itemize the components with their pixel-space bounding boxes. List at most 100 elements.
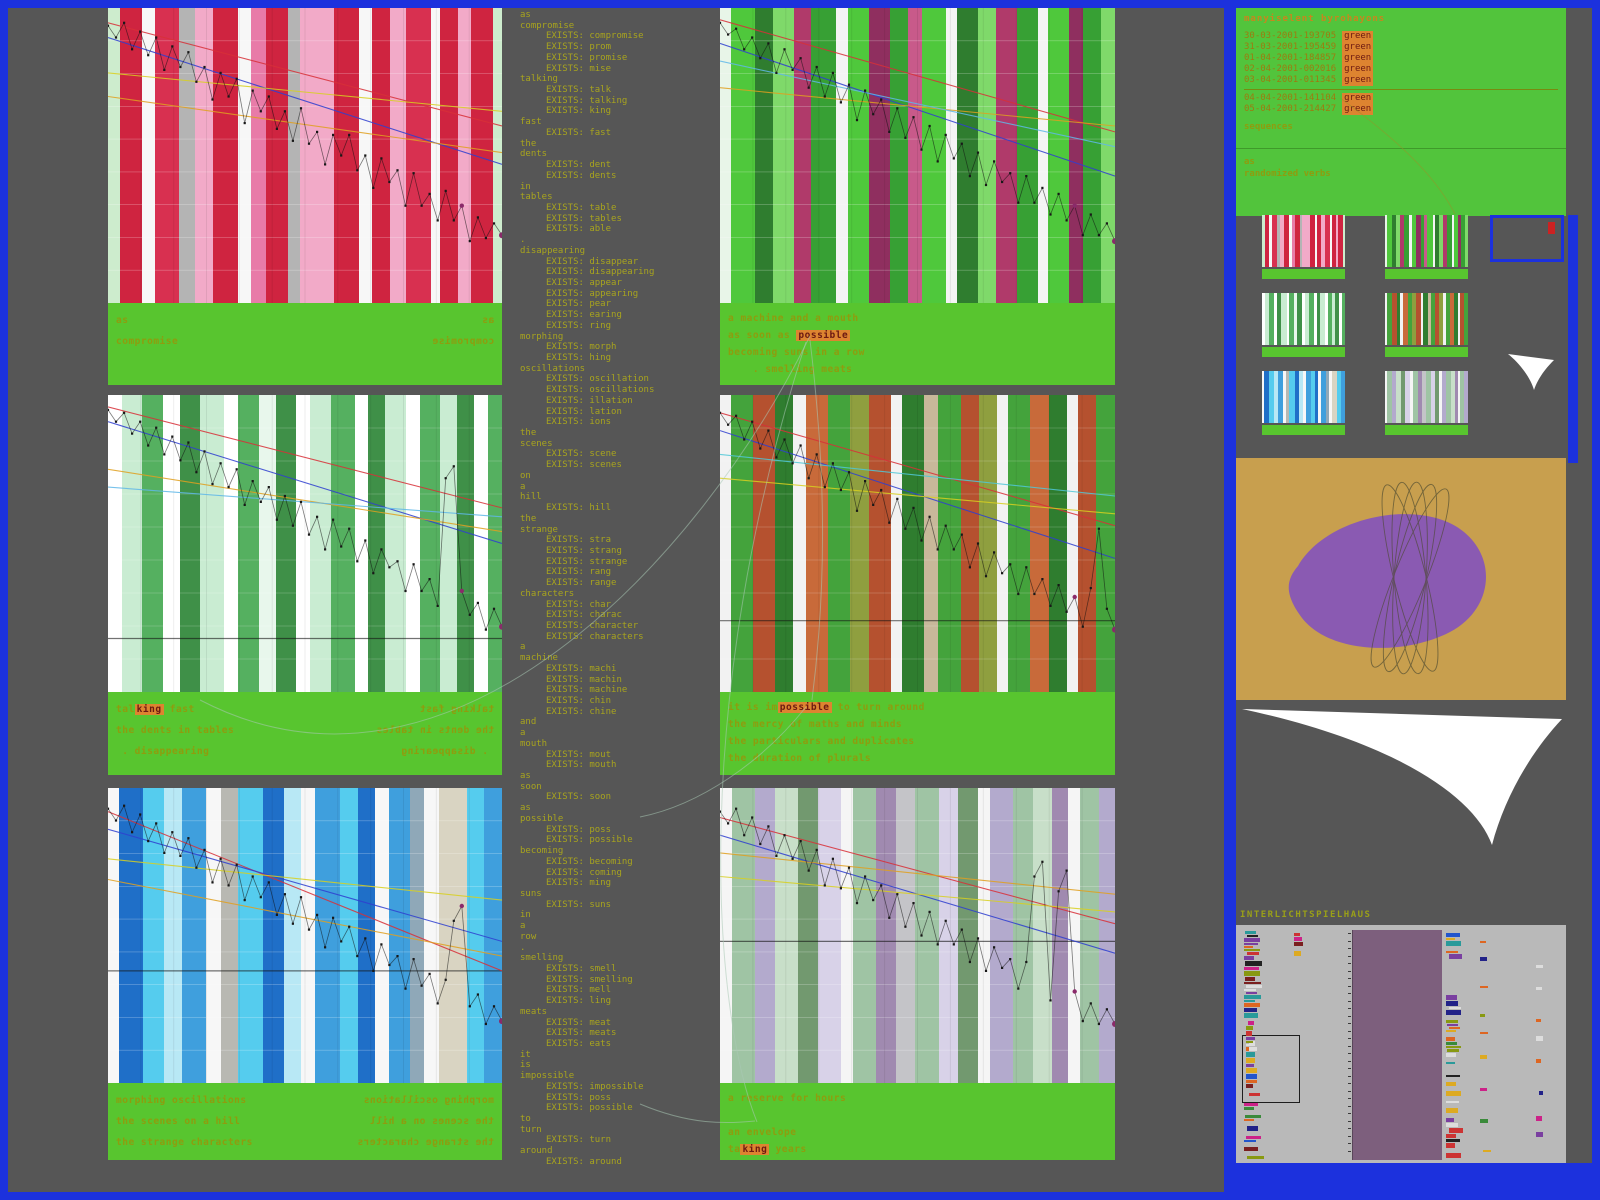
exists-line: EXISTS: eats — [546, 1039, 612, 1049]
stripe — [1387, 215, 1393, 267]
stripe — [492, 8, 502, 303]
label-text: fast — [163, 704, 195, 715]
label-text: as — [481, 315, 494, 326]
label-text: years — [769, 1144, 807, 1155]
entry-tag[interactable]: green — [1342, 104, 1374, 115]
stripe — [1391, 293, 1397, 345]
selection-outline — [1242, 1035, 1300, 1103]
stripe — [340, 788, 358, 1083]
sequence-block-purple[interactable] — [1352, 930, 1442, 1160]
chart-panel-A[interactable] — [108, 8, 502, 303]
thumbnail-D[interactable] — [1385, 293, 1468, 357]
sequence-bar — [1447, 1049, 1459, 1052]
stripe — [848, 8, 870, 303]
stripe — [1273, 371, 1278, 423]
stripe — [1454, 371, 1458, 423]
stripe — [1295, 215, 1300, 267]
word-line: the — [520, 428, 537, 439]
stripe — [238, 8, 251, 303]
entry-tag[interactable]: green — [1342, 31, 1374, 42]
stripe — [1320, 293, 1325, 345]
stripe — [238, 788, 263, 1083]
entry-tag[interactable]: green — [1342, 93, 1374, 104]
stripe — [1273, 293, 1278, 345]
stripe — [1453, 215, 1459, 267]
thumbnail-E[interactable] — [1262, 371, 1345, 435]
sequence-bar — [1245, 1115, 1261, 1118]
mini-preview-box[interactable] — [1490, 215, 1564, 262]
stripe — [1286, 293, 1290, 345]
exists-line: EXISTS: around — [546, 1156, 622, 1167]
stripe — [977, 8, 996, 303]
stripe — [424, 788, 439, 1083]
stripe — [895, 788, 916, 1083]
stripe — [1037, 8, 1049, 303]
panel-label-line: the dents in tables — [376, 720, 494, 741]
stripe — [1305, 371, 1311, 423]
thumbnail-A[interactable] — [1262, 215, 1345, 279]
entry-tag[interactable]: green — [1342, 75, 1374, 86]
thumbnail-F[interactable] — [1385, 371, 1468, 435]
highlight-chip[interactable]: possible — [796, 330, 851, 341]
sequence-tick — [1348, 1083, 1351, 1084]
stripe — [772, 8, 794, 303]
stripe — [720, 8, 731, 303]
word-line: scenes — [520, 438, 553, 449]
sequence-bar — [1446, 1046, 1461, 1048]
chart-panel-D[interactable] — [720, 395, 1115, 692]
stripe — [1392, 215, 1397, 267]
stripe — [143, 788, 165, 1083]
sequence-bar — [1446, 1134, 1456, 1138]
stripe — [405, 8, 431, 303]
chart-panel-B[interactable] — [720, 8, 1115, 303]
sequencer-panel[interactable] — [1236, 925, 1566, 1163]
stripe — [1281, 293, 1287, 345]
entry-tag[interactable]: green — [1342, 53, 1374, 64]
entry-tag[interactable]: green — [1342, 64, 1374, 75]
stripe — [154, 8, 180, 303]
stripe-field — [720, 8, 1115, 303]
chart-panel-F[interactable] — [720, 788, 1115, 1083]
highlight-chip[interactable]: possible — [777, 702, 832, 713]
thumbnail-C[interactable] — [1262, 293, 1345, 357]
stripe — [1316, 293, 1321, 345]
blob-panel[interactable] — [1236, 458, 1566, 700]
white-swoosh-shape — [1242, 709, 1562, 845]
stripe — [1269, 293, 1274, 345]
thumbnail-B[interactable] — [1385, 215, 1468, 279]
word-line: around — [520, 1146, 553, 1157]
highlight-chip[interactable]: king — [740, 1144, 770, 1155]
stripe-field — [1262, 371, 1345, 423]
stripe — [1321, 215, 1325, 267]
label-text: ta — [728, 1144, 741, 1155]
chart-panel-C[interactable] — [108, 395, 502, 692]
stripe — [923, 395, 939, 692]
exists-line: EXISTS: meats — [546, 1028, 617, 1039]
stripe — [1280, 215, 1285, 267]
sequence-bar — [1247, 1156, 1264, 1159]
highlight-chip[interactable]: king — [134, 704, 164, 715]
entry-tag[interactable]: green — [1342, 42, 1374, 53]
word-line: smelling — [520, 953, 564, 964]
sequence-bar — [1449, 1007, 1461, 1009]
word-line: hill — [520, 492, 542, 503]
swoosh-panel[interactable] — [1236, 703, 1566, 905]
label-text — [728, 1110, 734, 1121]
exists-line: EXISTS: table — [546, 202, 617, 213]
word-line: impossible — [520, 1071, 575, 1082]
sequences-label[interactable]: sequences — [1244, 122, 1293, 132]
sequence-bar — [1446, 1091, 1461, 1096]
chart-panel-E[interactable] — [108, 788, 502, 1083]
exists-line: EXISTS: talking — [546, 95, 628, 106]
stripe — [960, 395, 979, 692]
stripe — [1302, 371, 1306, 423]
sequence-bar — [1244, 938, 1260, 942]
